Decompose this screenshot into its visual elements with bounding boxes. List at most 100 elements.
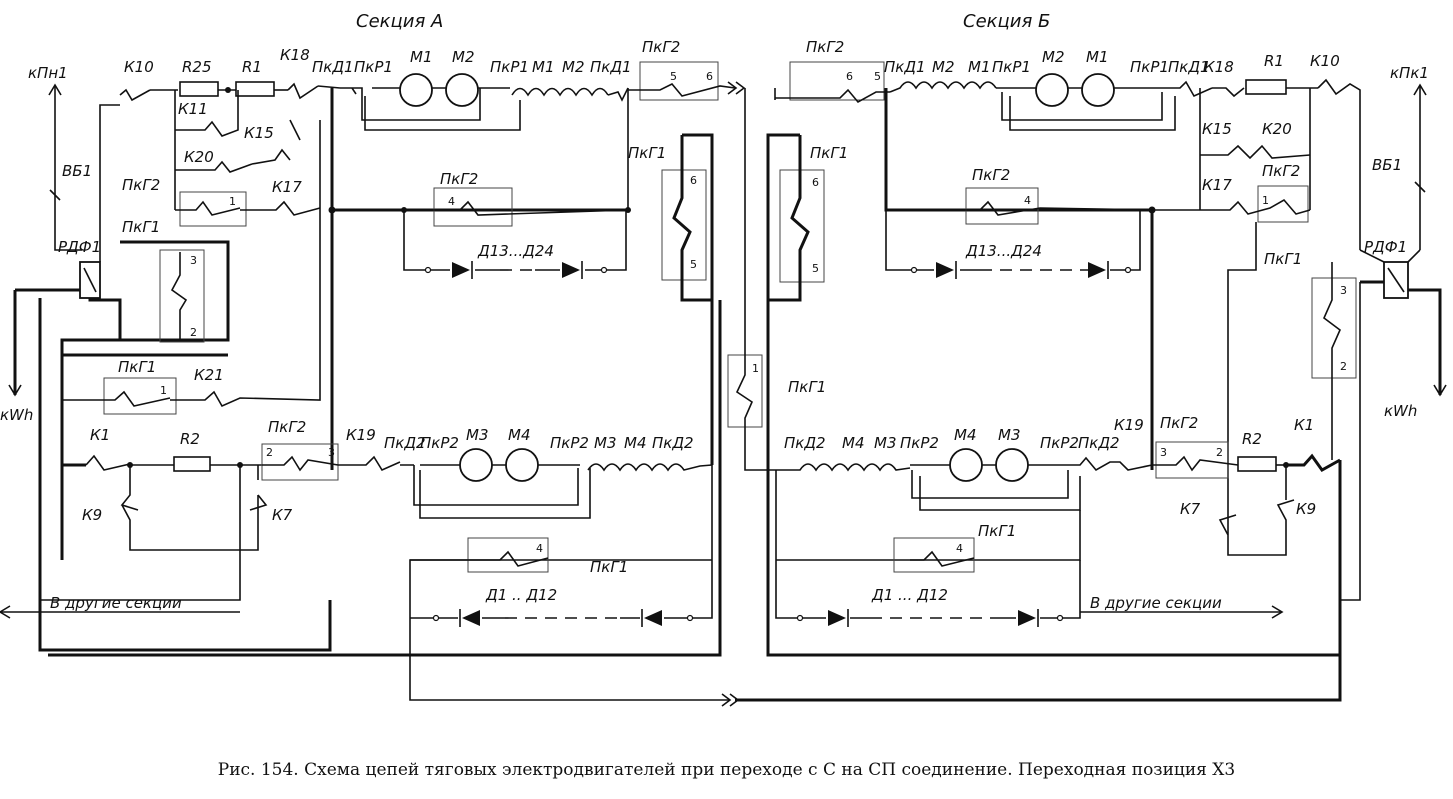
circuit-diagram: Секция А Секция Б кПн1 ВБ1 РДФ1 К10 R25 … [0, 11, 1447, 707]
contact-k15-k20-b [1200, 144, 1311, 160]
wire [800, 560, 1081, 619]
diode [462, 610, 480, 626]
num: 1 [1262, 194, 1269, 207]
box-pkg2-k17-b [1257, 185, 1309, 223]
label-d1-a: Д1 .. Д12 [485, 586, 557, 604]
num: 3 [190, 254, 197, 267]
label-k18-b: К18 [1204, 58, 1234, 76]
arrow [8, 384, 22, 397]
wire-bold [60, 240, 230, 560]
box-pkg2-mid-b [965, 187, 1039, 225]
box-pkg1-right-a [661, 169, 707, 281]
label-pkg2-r-b: ПкГ2 [1262, 162, 1300, 180]
num: 6 [690, 174, 697, 187]
label-k7-b: К7 [1180, 500, 1201, 518]
contact [607, 87, 629, 102]
contact-pkg1-65-a [672, 133, 714, 465]
label-k17: К17 [272, 178, 302, 196]
box-pkg2-mid-a [433, 187, 513, 227]
num: 5 [670, 70, 677, 83]
label-pkg1-a: ПкГ1 [122, 218, 160, 236]
label-pkr2-a: ПкР2 [420, 434, 459, 452]
label-pkr1b-b: ПкР1 [1130, 58, 1169, 76]
contact-k15 [251, 148, 291, 165]
label-pkg2-top-a: ПкГ2 [642, 38, 680, 56]
label-pkd2b-b: ПкД2 [1078, 434, 1120, 452]
motor-m1-b [1081, 73, 1115, 107]
label-pkd2-a: ПкД2 [384, 434, 426, 452]
field-winding-a-bot [587, 463, 713, 472]
label-m3b-b: М3 [998, 426, 1021, 444]
box-pkg1-bot-a [467, 537, 549, 573]
contact-k21 [170, 210, 321, 408]
label-pkg2-mid-b: ПкГ2 [972, 166, 1010, 184]
num: 5 [874, 70, 881, 83]
label-pkr2b-b: ПкР2 [1040, 434, 1079, 452]
contact-k19-b [1068, 456, 1153, 472]
field-winding-b-bot [770, 463, 911, 472]
wire [340, 87, 521, 131]
contact-pkg2-32-b [1152, 455, 1239, 472]
diode [828, 610, 846, 626]
junction [328, 206, 336, 214]
label-m1b-a: М1 [532, 58, 555, 76]
contact-pkg2-65-b [774, 88, 890, 104]
label-pkr2-b: ПкР2 [900, 434, 939, 452]
box-pkg2-top-b [789, 61, 885, 101]
label-k21: К21 [194, 366, 224, 384]
bus [330, 88, 628, 470]
label-rdf1-b: РДФ1 [1364, 238, 1407, 256]
label-pkg2-bot-b: ПкГ2 [1160, 414, 1198, 432]
label-pkg2-a: ПкГ2 [122, 176, 160, 194]
terminal [686, 614, 694, 622]
label-m1-a: М1 [410, 48, 433, 66]
contact-k1-b [1288, 453, 1341, 472]
section-a: кПн1 ВБ1 РДФ1 К10 R25 R1 К18 К11 К20 К15 [0, 38, 746, 707]
contact-k1-a [85, 454, 131, 471]
relay-mark [83, 267, 97, 293]
label-r2-b: R2 [1242, 430, 1262, 448]
contact-k17 [240, 200, 321, 216]
arrow [1433, 384, 1447, 397]
box-pkg1-right-b [1311, 277, 1357, 379]
label-other-a: В другие секции [50, 594, 182, 612]
terminal [1124, 266, 1132, 274]
label-m2-b: М2 [932, 58, 955, 76]
diode [644, 610, 662, 626]
wire [1199, 88, 1311, 210]
num: 1 [752, 362, 759, 375]
label-k9-a: К9 [82, 506, 102, 524]
contact-pkg2-4-b [886, 200, 1153, 216]
contact-k19-a [338, 455, 401, 472]
label-k19-b: К19 [1114, 416, 1144, 434]
label-m3b-a: М3 [594, 434, 617, 452]
motor-m3-b [995, 448, 1029, 482]
label-m4b-a: М4 [624, 434, 647, 452]
contact-pkg1-4-b [910, 550, 975, 567]
resistor-r1 [235, 81, 275, 97]
field-winding-b-top [889, 81, 997, 93]
label-r2-a: R2 [180, 430, 200, 448]
wire [400, 464, 591, 519]
label-r1-b: R1 [1264, 52, 1284, 70]
label-pkd1b-a: ПкД1 [590, 58, 632, 76]
label-d13-b: Д13...Д24 [965, 242, 1042, 260]
label-rdf1: РДФ1 [58, 238, 101, 256]
label-k15-b: К15 [1202, 120, 1232, 138]
wire-bold [48, 300, 722, 657]
contact-k9-a [120, 465, 259, 551]
box-pkg2-k17 [179, 191, 247, 227]
figure-caption: Рис. 154. Схема цепей тяговых электродви… [217, 760, 1236, 780]
contact-k18 [287, 82, 319, 100]
label-m2b-b: М2 [1042, 48, 1065, 66]
wire [1152, 209, 1257, 535]
contact-k7-a [40, 465, 268, 601]
diode [452, 262, 470, 278]
middle-link: 1 ПкГ1 [727, 88, 1342, 702]
contact-pkg2-4-a [404, 200, 629, 216]
label-pkr1-b: ПкР1 [992, 58, 1031, 76]
label-m2-a: М2 [452, 48, 475, 66]
contact-k7-k9-b [1218, 465, 1295, 556]
label-kpn1: кПн1 [28, 64, 68, 82]
num: 5 [812, 262, 819, 275]
